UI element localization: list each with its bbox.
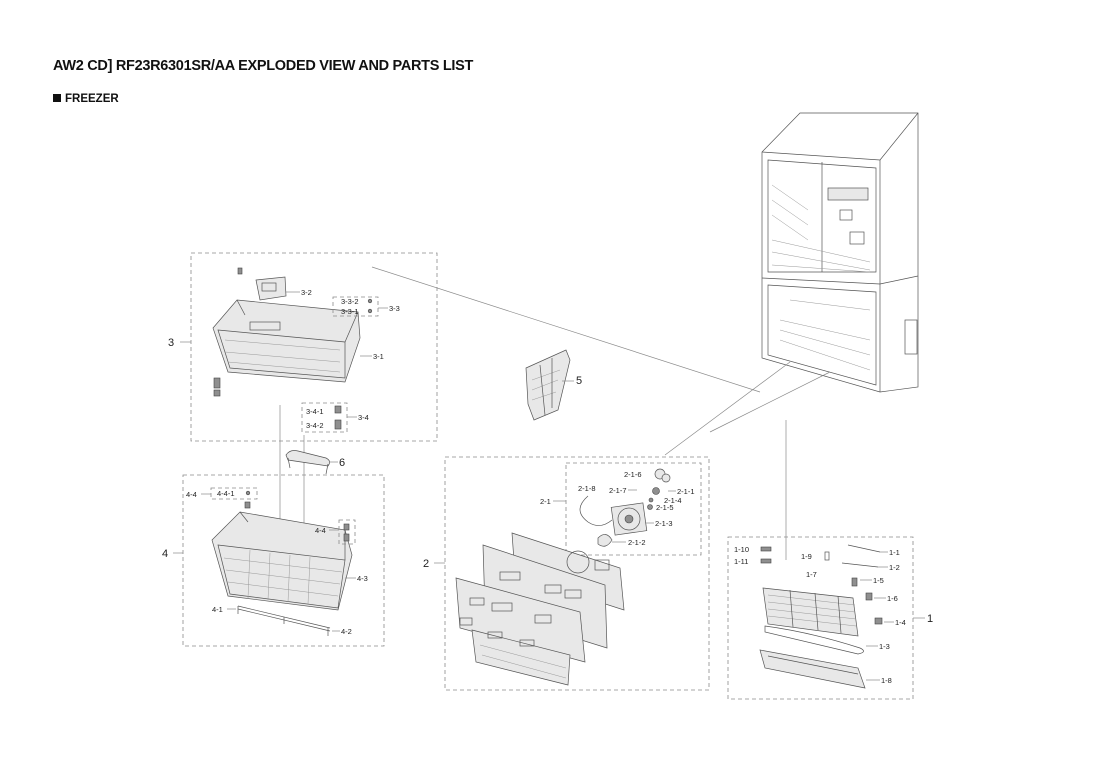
callout-1-7: 1-7 [806, 570, 817, 579]
callout-2-1: 2-1 [540, 497, 551, 506]
callout-2-1-5: 2-1-5 [656, 503, 674, 512]
freezer-drawer-3-1 [212, 299, 361, 383]
callout-1-11: 1-11 [734, 557, 748, 566]
callout-1-8: 1-8 [881, 676, 892, 685]
callout-3-4-1: 3-4-1 [306, 407, 324, 416]
callout-1-3: 1-3 [879, 642, 890, 651]
callout-3-3-2: 3-3-2 [341, 297, 359, 306]
callout-2-1-8: 2-1-8 [578, 484, 596, 493]
group-4-box [182, 474, 385, 647]
callout-1-1: 1-1 [889, 548, 900, 557]
fan-blade-2-1-2 [597, 534, 613, 547]
section-heading-label: FREEZER [65, 93, 119, 105]
callout-4: 4 [162, 548, 168, 560]
callout-3-3: 3-3 [389, 304, 400, 313]
drawer-handle-3-2 [255, 276, 287, 301]
leader-line [709, 371, 831, 433]
callout-4-2: 4-2 [341, 627, 352, 636]
callout-2-1-1: 2-1-1 [677, 487, 695, 496]
callout-4-1: 4-1 [212, 605, 223, 614]
callout-1-6: 1-6 [887, 594, 898, 603]
callout-4-4-a: 4-4 [186, 490, 197, 499]
drain-pan-1-8 [759, 649, 866, 689]
page-title: AW2 CD] RF23R6301SR/AA EXPLODED VIEW AND… [53, 58, 474, 74]
callout-1-5: 1-5 [873, 576, 884, 585]
callout-1-9: 1-9 [801, 552, 812, 561]
callout-3-3-1: 3-3-1 [341, 307, 359, 316]
heater-1-3 [764, 625, 864, 655]
callout-2-1-2: 2-1-2 [628, 538, 646, 547]
callout-3-4-2: 3-4-2 [306, 421, 324, 430]
leader-line [664, 361, 791, 456]
basket-handle-6 [285, 450, 330, 475]
callout-4-4-1: 4-4-1 [217, 489, 235, 498]
callout-4-3: 4-3 [357, 574, 368, 583]
callout-3-4: 3-4 [358, 413, 369, 422]
callout-3-2: 3-2 [301, 288, 312, 297]
group-2-box [444, 456, 710, 691]
ice-guard-5 [525, 349, 571, 421]
freezer-basket-4-3 [211, 511, 353, 611]
callout-2-1-4: 2-1-4 [664, 496, 682, 505]
callout-2: 2 [423, 558, 429, 570]
callout-5: 5 [576, 375, 582, 387]
group-2-1-box [565, 462, 702, 556]
callout-3: 3 [168, 337, 174, 349]
group-3-box [190, 252, 438, 442]
callout-6: 6 [339, 457, 345, 469]
callout-2-1-3: 2-1-3 [655, 519, 673, 528]
fan-motor-2-1-3 [610, 502, 648, 536]
callout-1-10: 1-10 [734, 545, 749, 554]
callout-3-1: 3-1 [373, 352, 384, 361]
refrigerator-cabinet [761, 112, 919, 393]
evaporator-1-7 [762, 587, 859, 637]
callout-2-1-7: 2-1-7 [609, 486, 627, 495]
callout-1-2: 1-2 [889, 563, 900, 572]
section-heading: FREEZER [53, 93, 119, 105]
callout-4-4-b: 4-4 [315, 526, 326, 535]
bullet-square-icon [53, 94, 61, 102]
callout-1: 1 [927, 613, 933, 625]
callout-1-4: 1-4 [895, 618, 906, 627]
evaporator-cover-panels [455, 532, 625, 686]
callout-2-1-6: 2-1-6 [624, 470, 642, 479]
